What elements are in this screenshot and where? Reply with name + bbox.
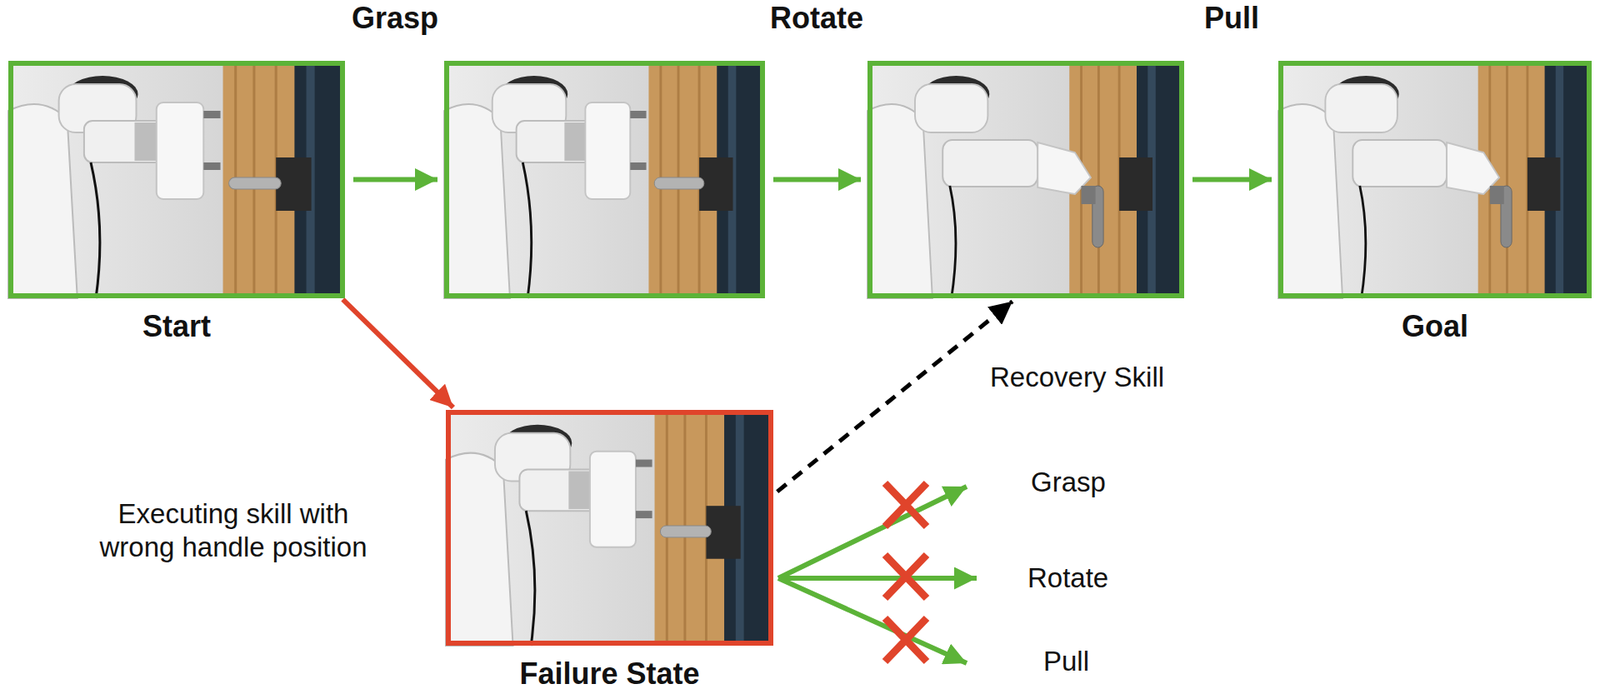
recovery-arrow <box>777 301 1013 492</box>
photo-goal <box>1278 60 1592 299</box>
skill-label: Pull <box>1043 645 1090 679</box>
photo-frame: Start <box>8 60 345 299</box>
skill-arrow <box>778 578 967 664</box>
transition-arrow <box>773 177 861 183</box>
failed-skill-arrows <box>778 483 977 664</box>
red-cross <box>885 483 927 527</box>
note-text: Executing skill with wrong handle positi… <box>79 497 388 565</box>
skill-arrow <box>778 575 977 581</box>
edge-label: Rotate <box>770 1 864 35</box>
state-label: Start <box>13 310 340 344</box>
photo-failure <box>445 410 774 646</box>
photo-frame: Goal <box>1278 60 1592 299</box>
skill-label: Grasp <box>1030 465 1106 500</box>
state-label: Goal <box>1283 310 1587 344</box>
edge-label: Grasp <box>351 1 439 35</box>
photo-frame <box>867 60 1185 299</box>
red-cross <box>885 618 927 662</box>
edge-label: Recovery Skill <box>990 360 1165 395</box>
transition-arrow <box>342 299 454 408</box>
photo-frame: Failure State <box>445 410 774 646</box>
skill-label: Rotate <box>1027 561 1109 595</box>
photo-grasp <box>444 60 765 299</box>
photo-frame <box>444 60 765 299</box>
transition-arrow <box>353 177 438 183</box>
state-label: Failure State <box>450 657 769 691</box>
photo-rotate <box>867 60 1185 299</box>
photo-start <box>8 60 345 299</box>
edge-label: Pull <box>1204 1 1260 35</box>
red-cross <box>885 555 927 599</box>
skill-arrow <box>778 486 967 579</box>
transition-arrow <box>1192 177 1272 183</box>
